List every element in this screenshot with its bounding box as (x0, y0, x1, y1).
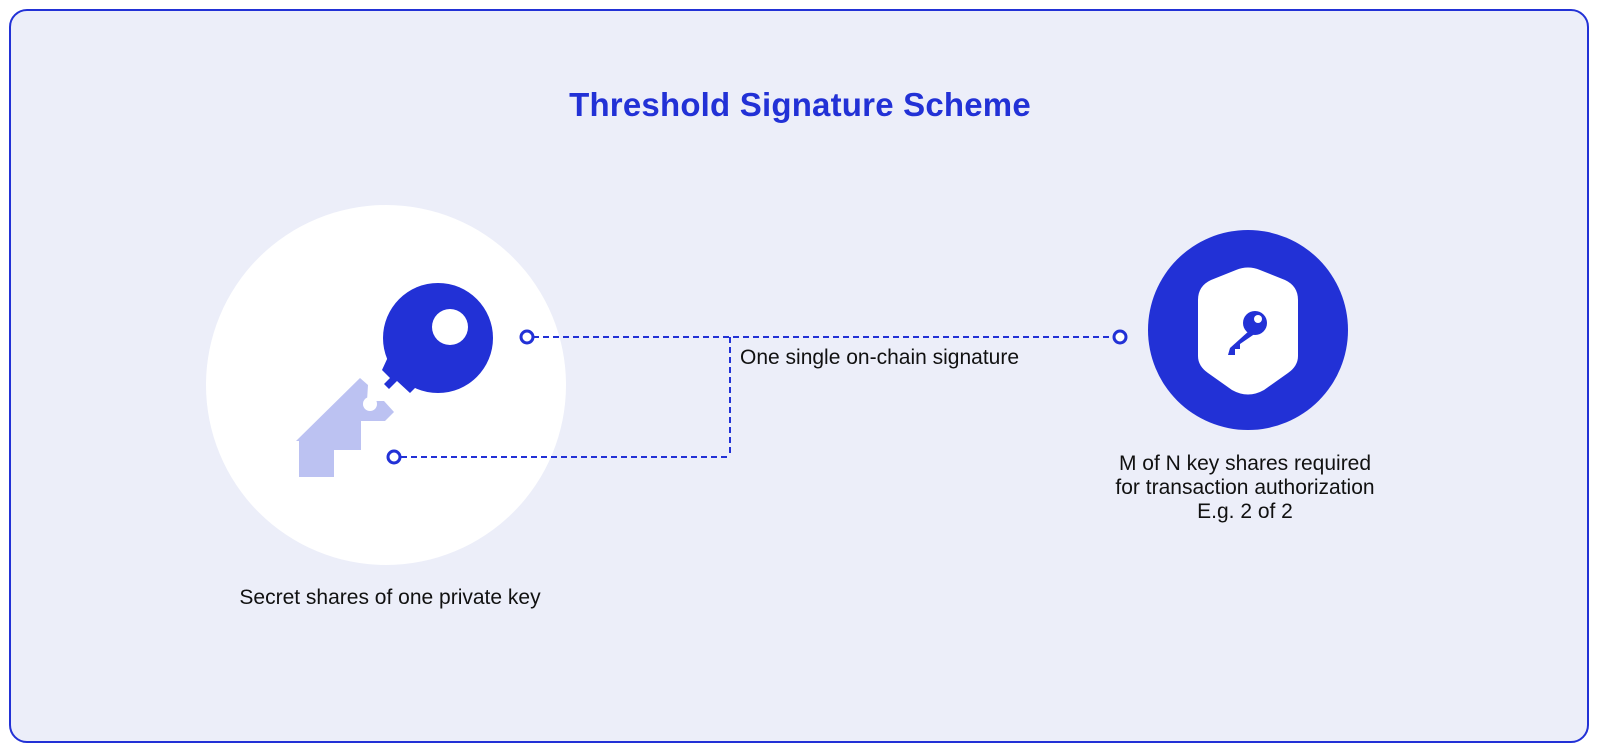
upper-share-node (519, 329, 535, 345)
diagram-title: Threshold Signature Scheme (569, 86, 1031, 123)
lower-share-node (386, 449, 402, 465)
shield-key-icon (1198, 267, 1298, 395)
signature-node (1112, 329, 1128, 345)
signature-label: One single on-chain signature (740, 346, 1020, 369)
requirement-line: M of N key shares required (1118, 452, 1372, 475)
requirement-line: for transaction authorization (1115, 476, 1375, 499)
signature-connector (401, 336, 1112, 458)
secret-shares-label: Secret shares of one private key (239, 586, 541, 609)
requirement-label: M of N key shares required for transacti… (1060, 452, 1430, 524)
split-key-icon (296, 283, 493, 477)
requirement-line: E.g. 2 of 2 (1197, 500, 1293, 523)
